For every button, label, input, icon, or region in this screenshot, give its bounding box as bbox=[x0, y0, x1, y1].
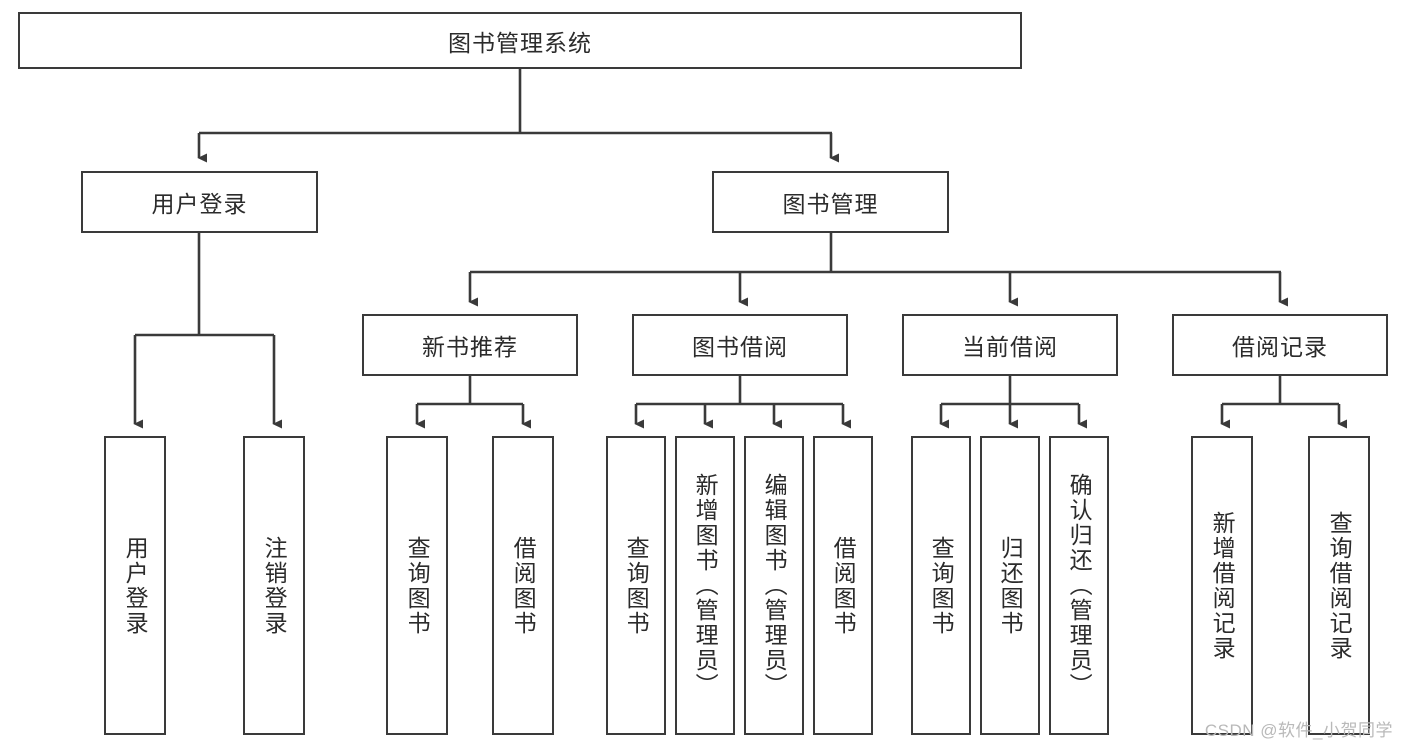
node-new-book-recommend[interactable]: 新书推荐 bbox=[362, 314, 578, 376]
node-current-borrow-label: 当前借阅 bbox=[962, 334, 1058, 360]
node-leaf-borrow-book-1[interactable]: 借阅图书 bbox=[492, 436, 554, 735]
node-leaf-logout[interactable]: 注销登录 bbox=[243, 436, 305, 735]
node-leaf-add-record-label: 新增借阅记录 bbox=[1209, 510, 1236, 661]
node-leaf-query-book-3[interactable]: 查询图书 bbox=[911, 436, 971, 735]
node-leaf-edit-book[interactable]: 编辑图书（管理员） bbox=[744, 436, 804, 735]
node-root-label: 图书管理系统 bbox=[448, 29, 592, 56]
node-book-manage[interactable]: 图书管理 bbox=[712, 171, 949, 233]
node-borrow-record-label: 借阅记录 bbox=[1232, 334, 1328, 360]
node-leaf-borrow-book-2[interactable]: 借阅图书 bbox=[813, 436, 873, 735]
node-leaf-query-book-1-label: 查询图书 bbox=[404, 535, 431, 636]
node-leaf-borrow-book-2-label: 借阅图书 bbox=[830, 535, 857, 636]
node-leaf-user-login[interactable]: 用户登录 bbox=[104, 436, 166, 735]
node-leaf-query-book-3-label: 查询图书 bbox=[928, 535, 955, 636]
node-leaf-query-book-1[interactable]: 查询图书 bbox=[386, 436, 448, 735]
node-new-book-recommend-label: 新书推荐 bbox=[422, 334, 518, 360]
node-leaf-confirm-return[interactable]: 确认归还（管理员） bbox=[1049, 436, 1109, 735]
node-current-borrow[interactable]: 当前借阅 bbox=[902, 314, 1118, 376]
node-leaf-user-login-label: 用户登录 bbox=[122, 535, 149, 636]
node-leaf-return-book[interactable]: 归还图书 bbox=[980, 436, 1040, 735]
node-user-login[interactable]: 用户登录 bbox=[81, 171, 318, 233]
node-leaf-add-book[interactable]: 新增图书（管理员） bbox=[675, 436, 735, 735]
node-leaf-borrow-book-1-label: 借阅图书 bbox=[510, 535, 537, 636]
node-leaf-edit-book-label: 编辑图书（管理员） bbox=[761, 473, 788, 698]
node-leaf-add-book-label: 新增图书（管理员） bbox=[692, 473, 719, 698]
node-leaf-return-book-label: 归还图书 bbox=[997, 535, 1024, 636]
csdn-watermark: CSDN @软件_小贺同学 bbox=[1204, 721, 1393, 740]
node-book-borrow-label: 图书借阅 bbox=[692, 334, 788, 360]
node-root[interactable]: 图书管理系统 bbox=[18, 12, 1022, 69]
node-book-borrow[interactable]: 图书借阅 bbox=[632, 314, 848, 376]
node-leaf-confirm-return-label: 确认归还（管理员） bbox=[1066, 473, 1093, 698]
node-leaf-logout-label: 注销登录 bbox=[261, 535, 288, 636]
node-user-login-label: 用户登录 bbox=[151, 191, 248, 217]
node-leaf-query-record[interactable]: 查询借阅记录 bbox=[1308, 436, 1370, 735]
node-leaf-query-book-2-label: 查询图书 bbox=[623, 535, 650, 636]
node-borrow-record[interactable]: 借阅记录 bbox=[1172, 314, 1388, 376]
node-leaf-query-record-label: 查询借阅记录 bbox=[1326, 510, 1353, 661]
node-leaf-query-book-2[interactable]: 查询图书 bbox=[606, 436, 666, 735]
node-book-manage-label: 图书管理 bbox=[782, 191, 879, 217]
node-leaf-add-record[interactable]: 新增借阅记录 bbox=[1191, 436, 1253, 735]
